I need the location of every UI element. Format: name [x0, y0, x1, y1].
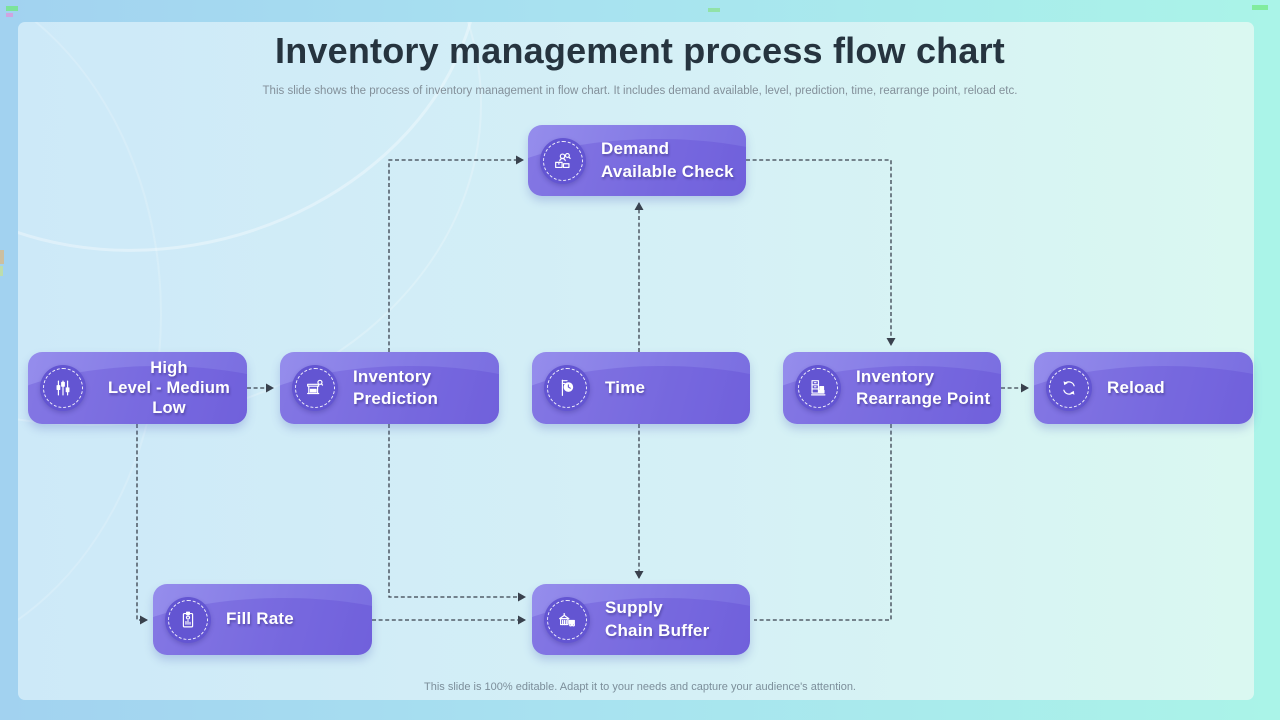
node-label: Fill Rate — [226, 609, 294, 629]
node-label: Supply Chain Buffer — [605, 598, 710, 640]
post-clock-icon — [544, 365, 590, 411]
node-high-level-medium-low[interactable]: High Level - Medium Low — [28, 352, 247, 424]
node-supply-chain-buffer[interactable]: Supply Chain Buffer — [532, 584, 750, 655]
chart-document-icon — [165, 596, 211, 643]
glitch-artifact — [0, 266, 3, 276]
node-label: Time — [605, 377, 646, 397]
glitch-artifact — [708, 8, 720, 12]
demand-check-icon — [540, 137, 586, 184]
level-sliders-icon — [40, 365, 86, 411]
decorative-swoosh — [18, 22, 162, 666]
node-inventory-rearrange-point[interactable]: Inventory Rearrange Point — [783, 352, 1001, 424]
node-label: Inventory Prediction — [353, 366, 439, 408]
glitch-artifact — [1252, 5, 1268, 10]
warehouse-truck-icon — [544, 596, 590, 643]
node-fill-rate[interactable]: Fill Rate — [153, 584, 372, 655]
slide-subtitle: This slide shows the process of inventor… — [262, 85, 1018, 97]
node-reload[interactable]: Reload — [1034, 352, 1253, 424]
node-label: High Level - Medium Low — [108, 358, 230, 418]
node-label: Reload — [1107, 377, 1165, 397]
page-title: Inventory management process flow chart — [275, 30, 1005, 71]
cabinet-boxes-icon — [795, 365, 841, 411]
glitch-artifact — [0, 250, 4, 264]
node-label: Demand Available Check — [601, 139, 734, 181]
node-label: Inventory Rearrange Point — [856, 366, 991, 408]
glitch-artifact — [6, 13, 13, 17]
circular-arrows-icon — [1046, 365, 1092, 411]
node-time[interactable]: Time — [532, 352, 750, 424]
node-demand-available-check[interactable]: Demand Available Check — [528, 125, 746, 196]
node-inventory-prediction[interactable]: Inventory Prediction — [280, 352, 499, 424]
slide-footer: This slide is 100% editable. Adapt it to… — [424, 681, 856, 693]
glitch-artifact — [6, 6, 18, 11]
stand-search-icon — [292, 365, 338, 411]
